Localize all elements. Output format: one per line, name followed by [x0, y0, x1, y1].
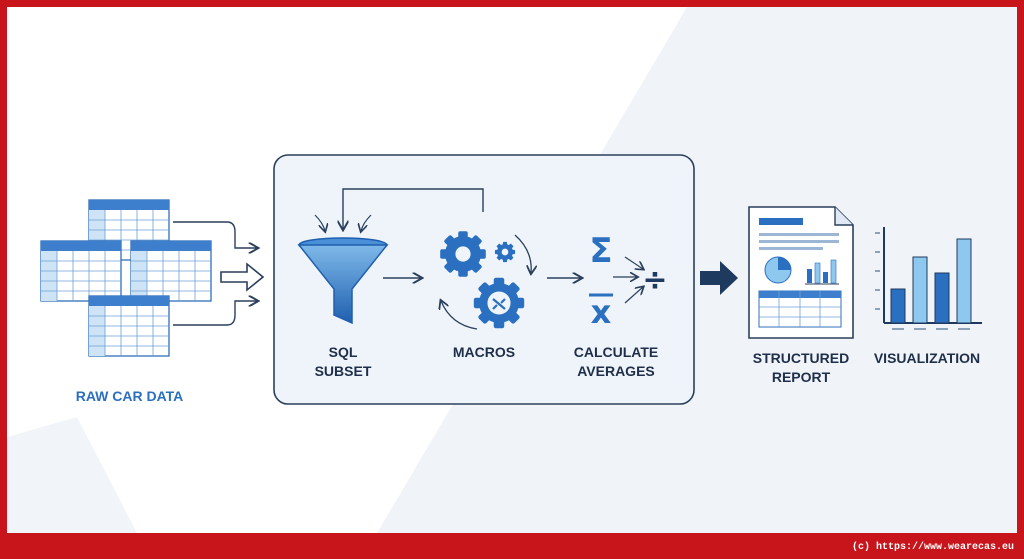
calculate-averages-label: CALCULATE AVERAGES	[573, 344, 659, 379]
sql-subset-label: SQL SUBSET	[314, 344, 372, 379]
process-panel	[273, 154, 695, 405]
input-arrows	[173, 221, 257, 326]
visualization-label: VISUALIZATION	[873, 350, 981, 366]
main-input-arrow	[220, 262, 265, 292]
copyright-footer: (c) https://www.wearecas.eu	[851, 542, 1014, 553]
pipeline-diagram: Σ x ÷	[40, 154, 982, 405]
report-document-icon	[748, 206, 854, 339]
feedback-loop-arrow	[343, 188, 484, 229]
raw-car-data-label: RAW CAR DATA	[75, 388, 184, 404]
funnel-icon	[297, 237, 389, 325]
sum-symbol: Σ	[589, 231, 612, 271]
gears-icon	[440, 231, 531, 330]
bar-chart-icon	[875, 227, 982, 330]
incoming-arrows	[314, 214, 372, 231]
calc-arrows	[613, 256, 643, 304]
mean-symbol: x	[591, 293, 612, 331]
diagram-canvas: Σ x ÷ RAW CAR DATA SQL SUBSET MACROS CAL…	[7, 7, 1017, 533]
arrow-to-report	[700, 261, 738, 295]
divide-symbol: ÷	[642, 263, 667, 298]
structured-report-label: STRUCTURED REPORT	[752, 350, 850, 385]
spreadsheet-stack-icon	[40, 199, 212, 357]
macros-label: MACROS	[452, 344, 516, 360]
